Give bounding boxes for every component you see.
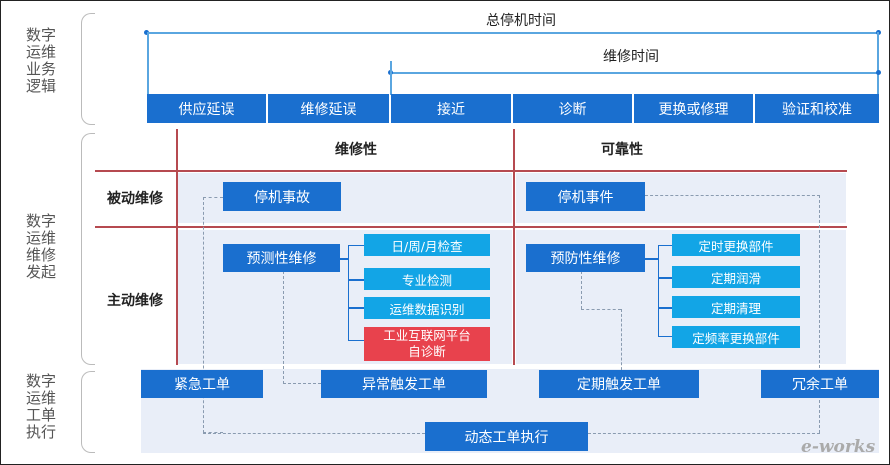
box-professional-testing: 专业检测 [364,268,490,290]
side-label-business-logic: 数字 运维 业务 逻辑 [25,26,56,95]
box-ops-data-recognition: 运维数据识别 [364,297,490,319]
connector-preventive-to-order [621,309,622,375]
box-predictive-maintenance: 预测性维修 [223,244,340,272]
box-shutdown-accident: 停机事故 [223,182,341,211]
phase-diagnosis: 诊断 [513,94,632,123]
total-downtime-line [147,32,879,34]
order-periodic-triggered: 定期触发工单 [539,370,699,398]
divider-center [513,129,515,365]
bracket-tick-2 [348,279,364,281]
bracket-link-preventive [645,258,659,260]
total-downtime-end-dot [876,30,881,35]
total-downtime-label: 总停机时间 [486,13,556,29]
phase-approach: 接近 [391,94,511,123]
bracket-tick-3 [348,307,364,309]
box-periodic-inspection: 日/周/月检查 [364,234,490,256]
bracket-tick-r3 [658,307,672,309]
watermark-logo: e-works [801,437,876,457]
iiot-line-2: 自诊断 [408,344,446,359]
total-downtime-left-tick [147,32,149,94]
connector-preventive-down [581,271,582,309]
row-active-maintenance: 主动维修 [107,293,163,309]
side-label-order-execution: 数字 运维 工单 执行 [25,372,56,441]
divider-middle [95,226,847,228]
box-periodic-cleaning: 定期清理 [672,296,800,318]
brace-business-logic [81,13,95,125]
total-downtime-right-tick [877,32,879,94]
box-timed-part-replacement: 定时更换部件 [672,234,800,256]
phase-verify-calibrate: 验证和校准 [755,94,879,123]
repair-time-line [391,72,879,74]
bracket-tick-r2 [658,277,672,279]
bracket-preventive-items [658,245,672,337]
box-iiot-self-diagnosis: 工业互联网平台 自诊断 [364,327,490,361]
order-anomaly-triggered: 异常触发工单 [321,370,487,398]
column-maintainability: 维修性 [335,142,377,158]
repair-time-label: 维修时间 [603,49,659,65]
connector-dynamic-right [588,433,820,434]
bracket-link-predictive [340,258,349,260]
box-frequency-part-replacement: 定频率更换部件 [672,326,800,348]
box-preventive-maintenance: 预防性维修 [526,244,645,272]
column-reliability: 可靠性 [601,142,643,158]
brace-order-execution [81,371,95,453]
phase-repair-delay: 维修延误 [268,94,389,123]
repair-time-end-dot [876,70,881,75]
row-passive-maintenance: 被动维修 [107,191,163,207]
iiot-line-1: 工业互联网平台 [383,328,471,343]
connector-event-to-dynamic [645,195,820,433]
brace-maintenance-initiation [81,133,95,365]
box-dynamic-order-execution: 动态工单执行 [425,422,588,451]
connector-dynamic-left [203,433,425,434]
connector-preventive-right [581,309,621,310]
order-emergency: 紧急工单 [141,370,263,398]
divider-top [95,170,847,172]
side-label-maintenance-initiation: 数字 运维 维修 发起 [25,212,56,281]
total-downtime-start-dot [144,30,149,35]
bracket-predictive-items [348,245,364,341]
connector-accident-to-dynamic [203,197,223,433]
divider-left [176,129,178,365]
phase-replace-or-repair: 更换或修理 [634,94,753,123]
box-periodic-lubrication: 定期润滑 [672,266,800,288]
order-redundant: 冗余工单 [761,370,879,398]
box-shutdown-event: 停机事件 [526,182,645,211]
phase-supply-delay: 供应延误 [147,94,266,123]
connector-predictive-to-order [283,271,321,384]
repair-time-left-tick [390,61,392,95]
